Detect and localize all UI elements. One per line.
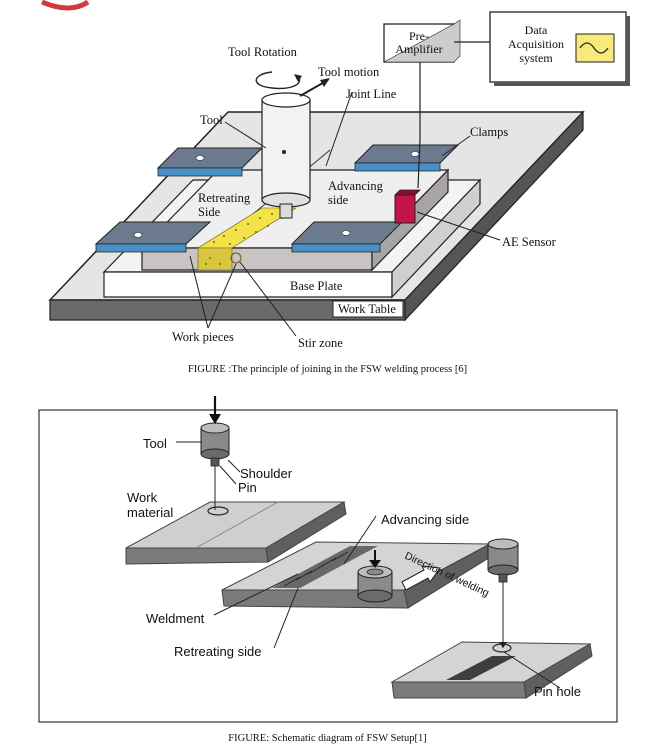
plate-pin-hole bbox=[390, 641, 593, 699]
fig2-label-tool: Tool bbox=[143, 436, 167, 451]
clamp-front-right bbox=[290, 221, 404, 253]
fig2-label-retreating-side: Retreating side bbox=[174, 644, 261, 659]
label-tool-rotation: Tool Rotation bbox=[228, 45, 298, 59]
red-arc-fragment bbox=[41, 0, 90, 11]
label-joint-line: Joint Line bbox=[346, 87, 397, 101]
fig2-leader-lines bbox=[176, 441, 561, 689]
tool-1 bbox=[200, 422, 230, 510]
label-base-plate: Base Plate bbox=[290, 279, 343, 293]
tool-cylinder bbox=[261, 92, 311, 219]
label-tool-motion: Tool motion bbox=[318, 65, 380, 79]
label-work-table: Work Table bbox=[338, 302, 396, 316]
label-clamps: Clamps bbox=[470, 125, 508, 139]
data-acquisition-box bbox=[489, 11, 630, 86]
fig2-label-advancing-side: Advancing side bbox=[381, 512, 469, 527]
fig2-label-weldment: Weldment bbox=[146, 611, 205, 626]
label-stir-zone: Stir zone bbox=[298, 336, 343, 350]
fsw-principle-diagram: Tool Rotation Tool motion Joint Line Too… bbox=[41, 0, 630, 350]
stir-zone-pin-mark bbox=[230, 252, 242, 264]
figure2-caption: FIGURE: Schematic diagram of FSW Setup[1… bbox=[228, 733, 427, 744]
sine-wave-icon bbox=[579, 42, 609, 54]
figure1-caption: FIGURE :The principle of joining in the … bbox=[187, 364, 468, 375]
plate-work-material bbox=[125, 501, 347, 565]
fig2-label-pin: Pin bbox=[238, 480, 257, 495]
fig2-label-shoulder: Shoulder bbox=[240, 466, 293, 481]
pre-amplifier-box bbox=[383, 19, 461, 63]
label-pre-amplifier: Pre-Amplifier bbox=[395, 29, 442, 56]
stir-zone bbox=[196, 207, 298, 271]
ae-sensor bbox=[394, 189, 421, 224]
label-tool: Tool bbox=[200, 113, 223, 127]
daq-screen bbox=[575, 33, 615, 63]
sensor-cable bbox=[417, 62, 421, 189]
direction-of-welding-arrow bbox=[401, 565, 441, 591]
leader-lines bbox=[189, 91, 501, 337]
label-ae-sensor: AE Sensor bbox=[502, 235, 557, 249]
clamp-back-left bbox=[156, 147, 264, 177]
label-work-pieces: Work pieces bbox=[172, 330, 234, 344]
tool-2 bbox=[357, 565, 393, 603]
tool-rotation-arrow bbox=[255, 71, 301, 90]
clamp-back-right bbox=[353, 144, 460, 172]
tool-3 bbox=[487, 538, 519, 648]
clamps bbox=[94, 144, 460, 253]
clamp-front-left bbox=[94, 221, 212, 253]
fig2-label-pin-hole: Pin hole bbox=[534, 684, 581, 699]
